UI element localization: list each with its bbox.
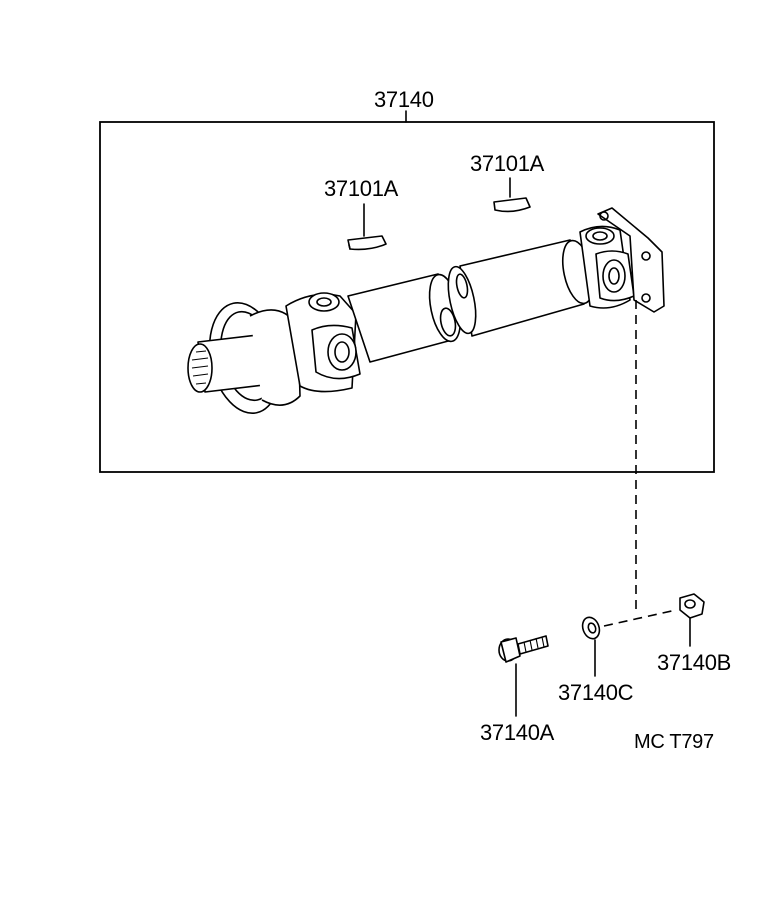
cushion-part-left xyxy=(347,235,387,251)
label-nut: 37140B xyxy=(657,650,732,675)
label-washer: 37140C xyxy=(558,680,634,705)
nut-part xyxy=(679,593,705,619)
assembly-frame xyxy=(99,121,715,473)
cushion-part-right xyxy=(493,197,531,213)
label-center-bearing-left: 37101A xyxy=(324,176,399,201)
label-drawing-code: MC T797 xyxy=(634,731,714,753)
bolt-part xyxy=(498,635,549,663)
label-center-bearing-right: 37101A xyxy=(470,151,545,176)
washer-part xyxy=(581,616,601,640)
label-assembly: 37140 xyxy=(374,87,434,112)
install-line-horizontal xyxy=(603,609,677,627)
label-bolt: 37140A xyxy=(480,720,555,745)
propeller-shaft xyxy=(187,207,665,415)
